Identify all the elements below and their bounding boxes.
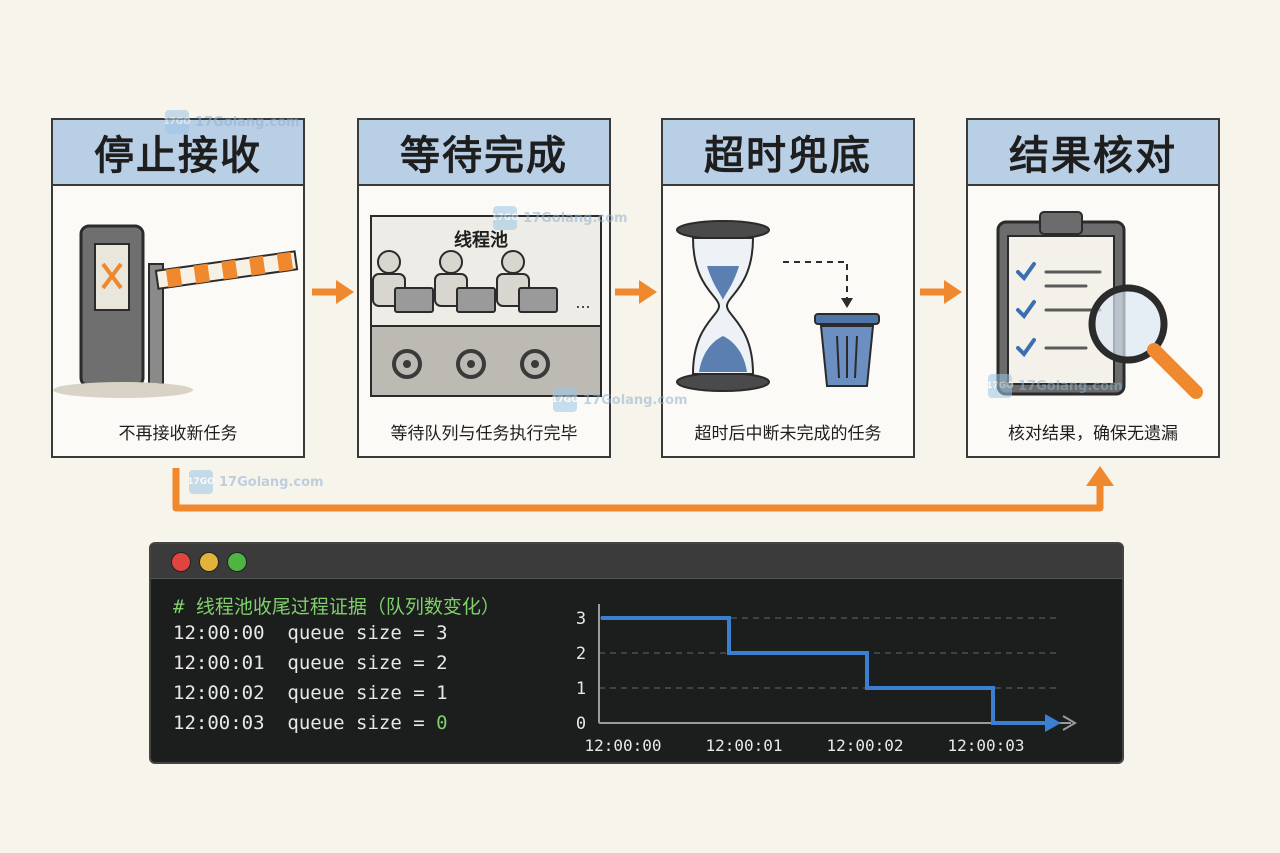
step-title: 停止接收 [53,120,303,186]
x-axis-arrow-icon [1062,715,1077,731]
step-caption: 等待队列与任务执行完毕 [390,424,578,444]
step-card-verify-results: 结果核对 核对结果，确保无遗漏 [966,118,1220,458]
feedback-loop-arrow-icon [172,466,1114,512]
series-line [601,616,1049,725]
thread-pool-label: 线程池 [454,229,508,251]
step-title: 超时兜底 [663,120,913,186]
terminal-title-bar [151,544,1122,579]
step-card-timeout-fallback: 超时兜底 超时后中断未完成的任务 [661,118,915,458]
log-text: queue size = [287,712,437,734]
thread-pool-icon: 线程池 ... [370,215,602,397]
x-tick-label: 12:00:00 [584,736,661,755]
y-tick-label: 1 [576,679,586,699]
terminal-log-line: 12:00:02 queue size = 1 [173,682,448,704]
step-title: 等待完成 [359,120,609,186]
x-tick-label: 12:00:03 [947,736,1024,755]
terminal-comment: # 线程池收尾过程证据（队列数变化） [173,596,500,618]
step-caption: 超时后中断未完成的任务 [694,424,882,444]
y-tick-label: 0 [576,714,586,734]
log-time: 12:00:01 [173,652,265,674]
close-window-dot-icon[interactable] [171,552,191,572]
step-caption: 不再接收新任务 [118,424,238,444]
log-text: queue size = [287,622,437,644]
log-text: queue size = [287,652,437,674]
clipboard-magnifier-icon [996,211,1203,399]
hourglass-trash-icon [676,220,880,392]
terminal-log-line: 12:00:01 queue size = 2 [173,652,448,674]
series-end-arrow-icon [1045,714,1061,732]
log-text: queue size = [287,682,437,704]
log-time: 12:00:00 [173,622,265,644]
terminal-log-line: 12:00:00 queue size = 3 [173,622,448,644]
log-time: 12:00:03 [173,712,265,734]
x-tick-label: 12:00:02 [826,736,903,755]
barrier-gate-icon [53,224,299,398]
terminal-log-line: 12:00:03 queue size = 0 [173,712,448,734]
log-time: 12:00:02 [173,682,265,704]
step-title: 结果核对 [968,120,1218,186]
terminal-window: # 线程池收尾过程证据（队列数变化） 12:00:00 queue size =… [149,542,1124,764]
log-value: 0 [436,712,448,734]
y-tick-label: 2 [576,644,586,664]
step-caption: 核对结果，确保无遗漏 [1008,424,1178,444]
log-value: 2 [436,652,448,674]
minimize-window-dot-icon[interactable] [199,552,219,572]
arrow-right-icon [920,280,962,304]
y-tick-label: 3 [576,609,586,629]
step-card-stop-accepting: 停止接收 不再接收新任务 [51,118,305,458]
arrow-right-icon [615,280,657,304]
more-workers-ellipsis: ... [575,293,590,312]
maximize-window-dot-icon[interactable] [227,552,247,572]
step-card-wait-complete: 等待完成 线程池 ... 等待队列与任务执行完毕 [357,118,611,458]
x-tick-label: 12:00:01 [705,736,782,755]
log-value: 3 [436,622,448,644]
log-value: 1 [436,682,448,704]
arrow-right-icon [312,280,354,304]
queue-size-step-chart: 0 1 2 3 12:00:00 12:00:01 12:00:02 12:00:03 [576,604,1077,755]
